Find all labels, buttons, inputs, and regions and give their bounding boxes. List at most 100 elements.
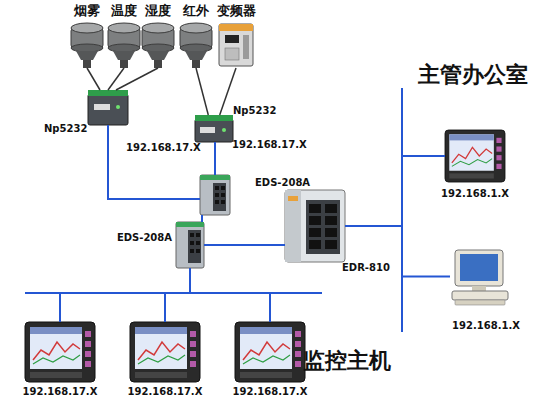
switch-icon	[176, 222, 204, 268]
ethernet-switch: EDS-208A	[176, 222, 204, 268]
humidity-sensor-icon	[142, 23, 174, 68]
switch-port	[221, 193, 225, 197]
router-port	[309, 216, 321, 225]
router-port	[309, 240, 321, 249]
switch-port	[215, 200, 219, 204]
switch-port	[196, 249, 200, 253]
humidity-sensor: 湿度	[141, 22, 175, 68]
network-link	[204, 244, 285, 246]
switch-port	[190, 249, 194, 253]
smoke-sensor: 烟雾	[70, 22, 104, 68]
serial-server-body	[88, 94, 128, 125]
device-label: 192.168.17.X	[15, 386, 105, 398]
network-link	[345, 156, 445, 226]
device-label: 192.168.1.X	[446, 320, 526, 332]
network-link	[201, 215, 203, 222]
monitor-hmi: 192.168.17.X	[25, 322, 95, 382]
router-port	[325, 204, 337, 213]
router-port	[325, 228, 337, 237]
switch-body	[200, 175, 230, 215]
router: EDR-810	[285, 190, 345, 262]
serial-server: Np5232192.168.17.X	[195, 115, 233, 142]
switch-port	[215, 193, 219, 197]
infrared-sensor: 红外	[179, 22, 213, 68]
monitor-bus	[25, 292, 322, 294]
device-label: 温度	[99, 3, 149, 19]
pc-stand	[472, 286, 486, 291]
network-link	[60, 268, 190, 322]
router-port	[325, 240, 337, 249]
switch-port	[196, 233, 200, 237]
serial-server-label-plate	[200, 127, 215, 133]
device-label: EDS-208A	[104, 232, 172, 244]
device-label: 192.168.17.X	[225, 386, 315, 398]
pc-keyboard	[455, 300, 505, 305]
network-link	[108, 68, 124, 90]
switch-top	[176, 222, 204, 227]
serial-server-icon	[195, 115, 233, 142]
ethernet-switch: EDS-208A	[200, 175, 230, 215]
serial-server-body	[195, 119, 233, 142]
network-link	[196, 68, 208, 115]
inverter: 变频器	[216, 22, 256, 68]
router-port-panel	[306, 200, 340, 254]
office-backbone	[401, 88, 403, 332]
monitor-hmi: 192.168.17.X	[130, 322, 200, 382]
switch-port-panel	[213, 183, 226, 211]
network-link	[116, 68, 158, 90]
network-link	[190, 268, 270, 322]
switch-body	[176, 222, 204, 268]
network-link	[108, 125, 200, 199]
network-link	[87, 68, 100, 90]
status-led	[222, 128, 226, 132]
office-hmi-icon	[445, 130, 505, 182]
ip-address: 192.168.17.X	[126, 142, 206, 154]
switch-icon	[200, 175, 230, 215]
switch-port	[221, 200, 225, 204]
infrared-sensor-icon	[180, 23, 212, 68]
router-icon	[285, 190, 345, 262]
monitor-hmi: 192.168.17.X	[235, 322, 305, 382]
router-badge	[288, 196, 298, 201]
office-hmi: 192.168.1.X	[445, 130, 505, 182]
status-led	[116, 105, 120, 109]
device-label: 变频器	[210, 3, 262, 19]
pc-screen	[460, 254, 498, 281]
serial-server-icon	[88, 90, 128, 125]
router-port	[309, 228, 321, 237]
device-label: 湿度	[133, 3, 183, 19]
device-label: Np5232	[44, 123, 86, 135]
area-label: 主管办公室	[418, 60, 528, 90]
terminal-block	[195, 115, 233, 121]
inverter-panel	[225, 48, 239, 60]
network-link	[214, 142, 216, 175]
pc-monitor	[455, 250, 503, 286]
device-label: 192.168.17.X	[120, 386, 210, 398]
ip-address: 192.168.17.X	[232, 139, 312, 151]
area-label: 监控主机	[303, 346, 391, 376]
temperature-sensor-icon	[108, 23, 140, 68]
office-pc: 192.168.1.X	[450, 248, 512, 305]
monitor-hmi-icon	[25, 322, 95, 382]
device-label: 红外	[171, 3, 221, 19]
router-side	[285, 190, 301, 262]
monitor-hmi-icon	[235, 322, 305, 382]
switch-port	[215, 186, 219, 190]
router-port	[309, 204, 321, 213]
pc-icon	[452, 250, 508, 305]
inverter-vent	[243, 35, 249, 59]
inverter-stripe	[219, 24, 253, 31]
monitor-hmi-icon	[130, 322, 200, 382]
inverter-body	[219, 24, 253, 66]
terminal-block	[88, 90, 128, 96]
network-link	[165, 268, 190, 322]
smoke-sensor-icon	[71, 23, 103, 68]
router-port	[325, 216, 337, 225]
switch-port	[190, 241, 194, 245]
serial-server-label-plate	[94, 104, 110, 110]
switch-port-panel	[188, 230, 201, 263]
router-body	[285, 190, 345, 262]
